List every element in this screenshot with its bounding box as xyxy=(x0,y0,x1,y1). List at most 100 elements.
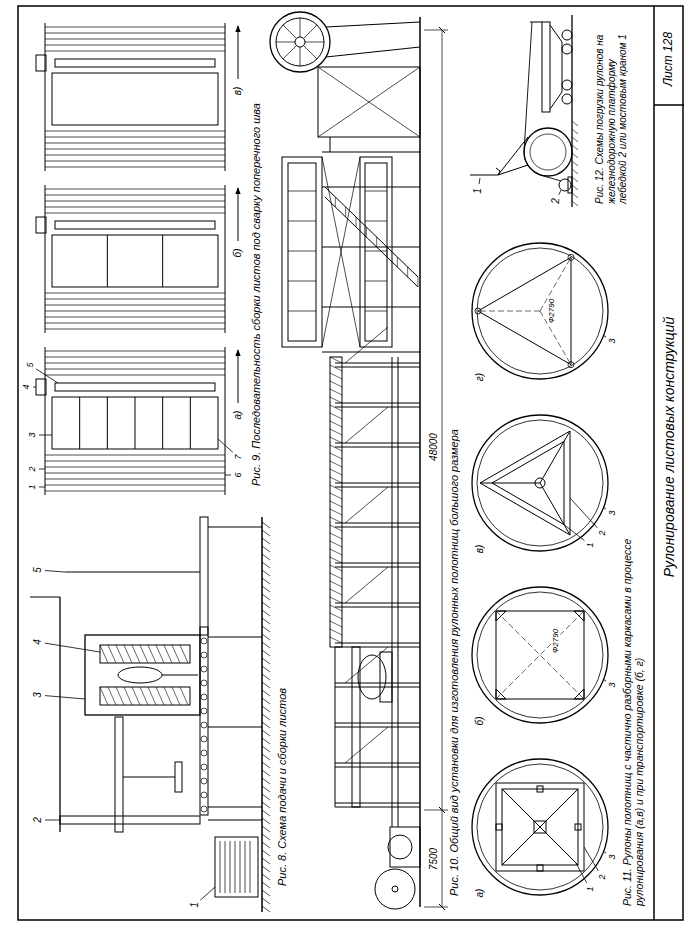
ground-hatch xyxy=(572,201,578,206)
floor-hatch xyxy=(262,610,270,616)
view-label: б) xyxy=(474,716,486,727)
skeleton-brace xyxy=(502,789,578,865)
roof-hatch xyxy=(330,509,342,515)
center-line xyxy=(478,311,540,312)
floor-hatch xyxy=(262,538,270,544)
floor-hatch xyxy=(262,818,270,824)
column xyxy=(335,603,420,604)
figure-caption: Рис. 12. Схемы погрузки рулонов на желез… xyxy=(594,13,629,205)
leader-line xyxy=(39,487,45,488)
leader-line xyxy=(603,851,606,853)
roller xyxy=(45,213,225,214)
roof-hatch xyxy=(330,589,342,595)
brace xyxy=(318,67,420,137)
roller xyxy=(45,329,225,330)
column xyxy=(335,487,420,488)
roller xyxy=(45,479,225,480)
roof-hatch xyxy=(330,549,342,555)
floor-hatch xyxy=(262,858,270,864)
table-roller xyxy=(201,652,207,658)
figure-caption: Рис. 8. Схема подачи и сборки листов xyxy=(276,505,289,887)
view-label: в) xyxy=(232,86,244,97)
clamp-hatch xyxy=(116,645,124,663)
floor-hatch xyxy=(262,522,270,528)
table-roller xyxy=(201,806,207,812)
leader-line xyxy=(603,507,606,509)
reel-spoke xyxy=(304,46,317,59)
dimension-label: 48000 xyxy=(428,432,440,462)
skeleton-brace xyxy=(502,789,578,865)
table-roller xyxy=(201,764,207,770)
stack-sheet xyxy=(235,841,236,893)
roller xyxy=(45,317,225,318)
floor-hatch xyxy=(262,810,270,816)
clamp-hatch xyxy=(156,687,164,705)
roof-hatch xyxy=(330,501,342,507)
discharge-post xyxy=(65,572,200,573)
reel-hub xyxy=(295,37,305,47)
table-roller xyxy=(201,792,207,798)
roof-hatch xyxy=(330,405,342,411)
column xyxy=(335,727,420,728)
leader-line xyxy=(225,475,231,476)
floor-hatch xyxy=(262,602,270,608)
feed-arrow xyxy=(238,26,239,79)
unwinder-drum xyxy=(388,835,412,859)
callout-number: 3 xyxy=(607,509,617,516)
stair xyxy=(325,187,418,277)
skeleton-frame xyxy=(496,783,584,871)
roller xyxy=(45,461,225,462)
leader-line xyxy=(603,335,606,337)
upper-frame xyxy=(282,157,322,347)
figure-caption: Рис. 11. Рулоны полотнищ с частично разб… xyxy=(621,465,645,907)
carriage xyxy=(36,379,46,395)
table-leg xyxy=(208,727,262,728)
column xyxy=(335,447,420,448)
roller xyxy=(45,369,225,370)
stack-sheet xyxy=(250,841,251,893)
table-leg xyxy=(208,637,262,638)
reel-spoke xyxy=(283,46,296,59)
leader-line xyxy=(45,820,60,821)
skeleton-frame xyxy=(496,611,584,699)
leader-line xyxy=(45,696,85,699)
floor-hatch xyxy=(262,658,270,664)
hub-plate xyxy=(535,478,545,488)
column xyxy=(335,407,420,408)
unwinder xyxy=(390,827,420,867)
floor-hatch xyxy=(262,786,270,792)
stair-step xyxy=(335,197,336,207)
roof-hatch xyxy=(330,533,342,539)
skeleton-brace xyxy=(480,483,540,484)
welding-head xyxy=(118,667,162,683)
column xyxy=(335,403,420,404)
roof-hatch xyxy=(330,381,342,387)
leader-line xyxy=(39,469,45,470)
leader-line xyxy=(576,863,587,883)
frame-divider xyxy=(365,311,387,312)
roll-rim xyxy=(477,592,603,718)
reel-spoke xyxy=(300,18,301,37)
roof-hatch xyxy=(330,581,342,587)
platform-wheel xyxy=(562,94,572,104)
frame-divider xyxy=(365,191,387,192)
roof-hatch xyxy=(330,597,342,603)
lift-post xyxy=(208,820,262,821)
clamp-hatch xyxy=(124,687,132,705)
ground-hatch xyxy=(572,145,578,150)
callout-number: 1 xyxy=(472,187,484,195)
leader-line xyxy=(200,887,215,900)
callout-number: 4 xyxy=(21,383,31,390)
ground-hatch xyxy=(572,169,578,174)
clamp-hatch xyxy=(140,687,148,705)
frame-divider xyxy=(365,221,387,222)
roller xyxy=(45,323,225,324)
view-label: г) xyxy=(474,372,486,382)
roll-rim xyxy=(472,415,608,551)
upper-frame xyxy=(288,163,316,341)
roll-rim xyxy=(477,764,603,890)
sheet xyxy=(52,73,218,125)
figure-caption: Рис. 10. Общий вид установки для изготов… xyxy=(448,295,461,897)
callout-number: 5 xyxy=(32,566,44,574)
